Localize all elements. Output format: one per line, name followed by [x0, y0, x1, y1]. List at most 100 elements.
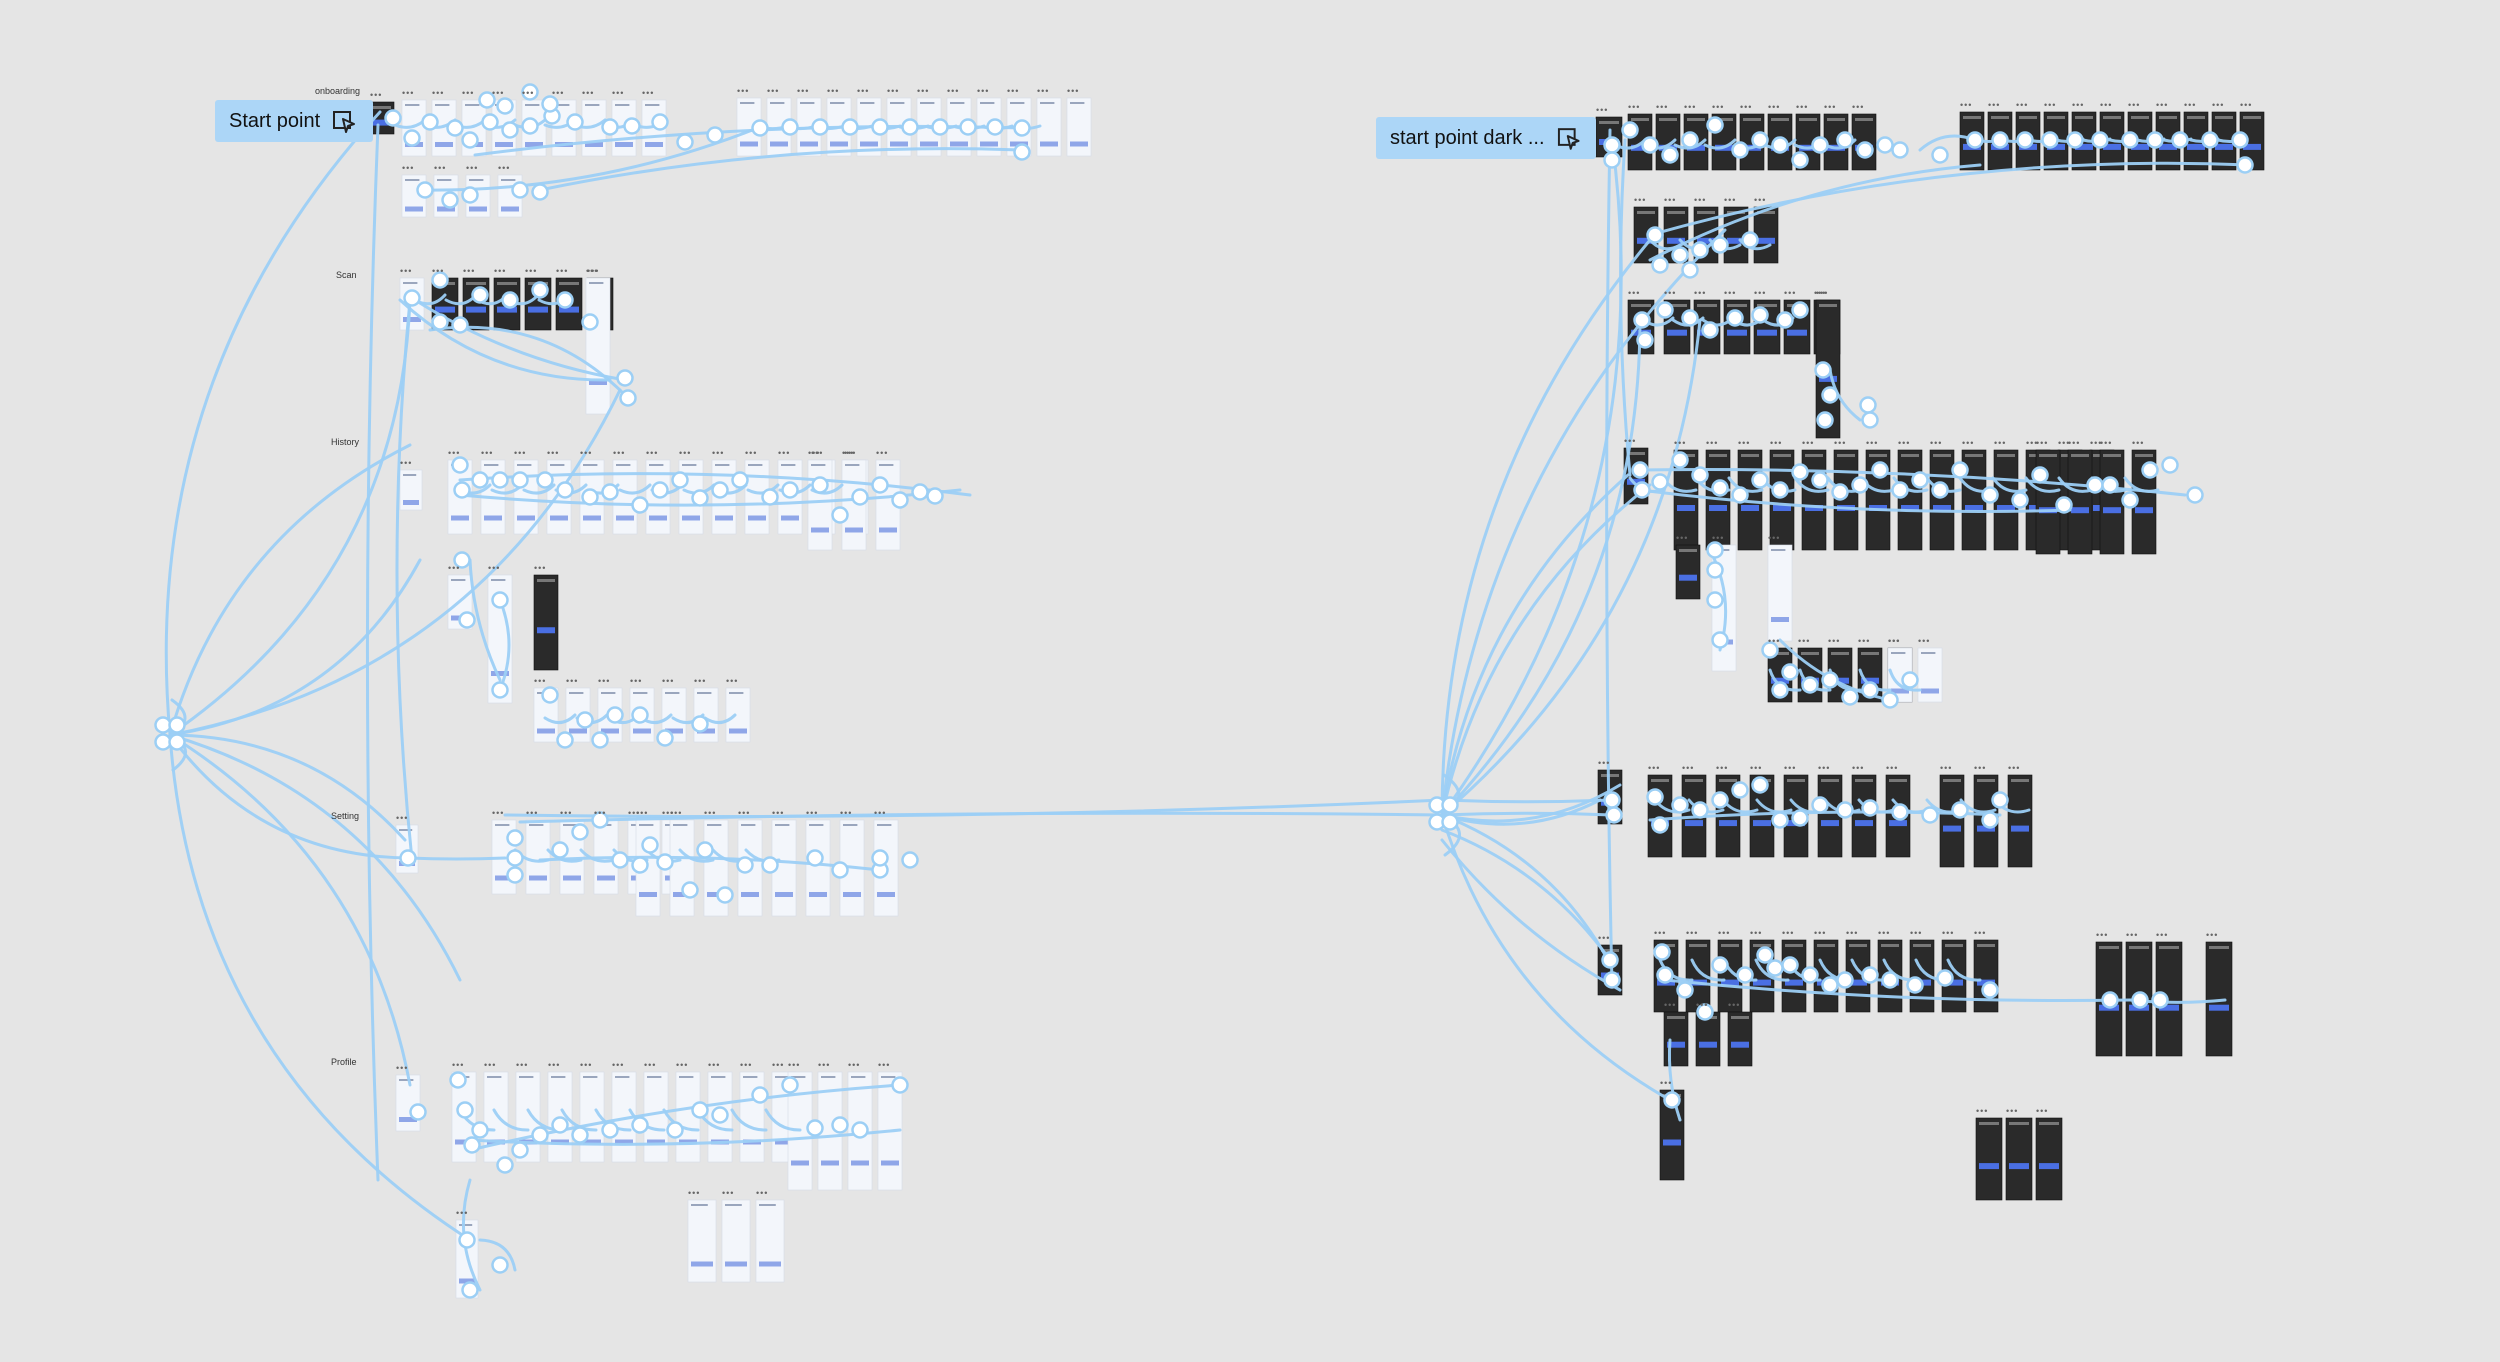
- hotspot-node[interactable]: [656, 729, 674, 747]
- hotspot-node[interactable]: [461, 131, 479, 149]
- hotspot-node[interactable]: [2236, 156, 2254, 174]
- hotspot-node[interactable]: [716, 886, 734, 904]
- profile-frame[interactable]: [483, 1071, 509, 1163]
- hotspot-node[interactable]: [1636, 331, 1654, 349]
- hotspot-node[interactable]: [2141, 461, 2159, 479]
- hotspot-node[interactable]: [1711, 479, 1729, 497]
- hotspot-node[interactable]: [536, 471, 554, 489]
- hotspot-node[interactable]: [541, 686, 559, 704]
- hotspot-node[interactable]: [623, 117, 641, 135]
- profile-frame[interactable]: [643, 1071, 669, 1163]
- hotspot-node[interactable]: [1656, 966, 1674, 984]
- hotspot-node[interactable]: [1751, 306, 1769, 324]
- hotspot-node[interactable]: [2016, 131, 2034, 149]
- hotspot-node[interactable]: [441, 191, 459, 209]
- hotspot-node[interactable]: [501, 121, 519, 139]
- dark-setting-frame[interactable]: [1939, 774, 1965, 868]
- hotspot-node[interactable]: [556, 291, 574, 309]
- hotspot-node[interactable]: [1646, 788, 1664, 806]
- dark-profile-frame[interactable]: [1663, 1011, 1689, 1067]
- hotspot-node[interactable]: [1651, 473, 1669, 491]
- hotspot-node[interactable]: [761, 488, 779, 506]
- hotspot-node[interactable]: [1821, 976, 1839, 994]
- hotspot-node[interactable]: [1751, 131, 1769, 149]
- hotspot-node[interactable]: [1876, 136, 1894, 154]
- hotspot-node[interactable]: [1441, 813, 1459, 831]
- hotspot-node[interactable]: [1951, 801, 1969, 819]
- dark-profile-frame[interactable]: [2155, 941, 2183, 1057]
- hotspot-node[interactable]: [581, 313, 599, 331]
- hotspot-node[interactable]: [1921, 806, 1939, 824]
- hotspot-node[interactable]: [2131, 991, 2149, 1009]
- hotspot-node[interactable]: [841, 118, 859, 136]
- hotspot-node[interactable]: [1811, 796, 1829, 814]
- hotspot-node[interactable]: [1691, 241, 1709, 259]
- hotspot-node[interactable]: [691, 715, 709, 733]
- hotspot-node[interactable]: [1633, 311, 1651, 329]
- history-frame[interactable]: [841, 459, 867, 551]
- profile-frame[interactable]: [721, 1199, 751, 1283]
- hotspot-node[interactable]: [1676, 981, 1694, 999]
- hotspot-node[interactable]: [676, 133, 694, 151]
- hotspot-node[interactable]: [601, 118, 619, 136]
- dark-history-detail-frame[interactable]: [1675, 544, 1701, 600]
- hotspot-node[interactable]: [691, 1101, 709, 1119]
- hotspot-node[interactable]: [851, 1121, 869, 1139]
- hotspot-node[interactable]: [806, 1119, 824, 1137]
- dark-history-frame[interactable]: [1801, 449, 1827, 551]
- hotspot-node[interactable]: [1731, 141, 1749, 159]
- hotspot-node[interactable]: [1791, 151, 1809, 169]
- dark-profile-frame[interactable]: [2035, 1117, 2063, 1201]
- hotspot-node[interactable]: [1663, 1091, 1681, 1109]
- history-frame[interactable]: [725, 687, 751, 743]
- hotspot-node[interactable]: [1841, 688, 1859, 706]
- hotspot-node[interactable]: [531, 281, 549, 299]
- hotspot-node[interactable]: [1891, 141, 1909, 159]
- hotspot-node[interactable]: [591, 811, 609, 829]
- hotspot-node[interactable]: [571, 1126, 589, 1144]
- hotspot-node[interactable]: [631, 496, 649, 514]
- hotspot-node[interactable]: [168, 733, 186, 751]
- hotspot-node[interactable]: [421, 113, 439, 131]
- hotspot-node[interactable]: [409, 1103, 427, 1121]
- hotspot-node[interactable]: [1856, 141, 1874, 159]
- hotspot-node[interactable]: [581, 488, 599, 506]
- hotspot-node[interactable]: [491, 681, 509, 699]
- hotspot-node[interactable]: [1931, 146, 1949, 164]
- hotspot-node[interactable]: [1756, 946, 1774, 964]
- hotspot-node[interactable]: [1671, 451, 1689, 469]
- hotspot-node[interactable]: [761, 856, 779, 874]
- hotspot-node[interactable]: [491, 1256, 509, 1274]
- hotspot-node[interactable]: [1901, 671, 1919, 689]
- profile-frame[interactable]: [579, 1071, 605, 1163]
- hotspot-node[interactable]: [416, 181, 434, 199]
- hotspot-node[interactable]: [1771, 136, 1789, 154]
- hotspot-node[interactable]: [1603, 151, 1621, 169]
- hotspot-node[interactable]: [731, 471, 749, 489]
- hotspot-node[interactable]: [2146, 131, 2164, 149]
- hotspot-node[interactable]: [1706, 561, 1724, 579]
- hotspot-node[interactable]: [1981, 811, 1999, 829]
- hotspot-node[interactable]: [696, 841, 714, 859]
- hotspot-node[interactable]: [1605, 806, 1623, 824]
- hotspot-node[interactable]: [1781, 956, 1799, 974]
- dark-history-frame[interactable]: [1769, 449, 1795, 551]
- hotspot-node[interactable]: [1681, 261, 1699, 279]
- hotspot-node[interactable]: [631, 856, 649, 874]
- hotspot-node[interactable]: [2231, 131, 2249, 149]
- hotspot-node[interactable]: [1711, 956, 1729, 974]
- hotspot-node[interactable]: [431, 313, 449, 331]
- hotspot-node[interactable]: [1653, 943, 1671, 961]
- start-point-dark[interactable]: start point dark ...: [1376, 117, 1596, 159]
- hotspot-node[interactable]: [2121, 491, 2139, 509]
- hotspot-node[interactable]: [2086, 476, 2104, 494]
- hotspot-node[interactable]: [1691, 801, 1709, 819]
- hotspot-node[interactable]: [811, 118, 829, 136]
- dark-scan-frame[interactable]: [1753, 299, 1781, 355]
- hotspot-node[interactable]: [1881, 691, 1899, 709]
- profile-frame[interactable]: [687, 1199, 717, 1283]
- hotspot-node[interactable]: [706, 126, 724, 144]
- hotspot-node[interactable]: [631, 706, 649, 724]
- onboarding-frame[interactable]: [1066, 97, 1092, 157]
- hotspot-node[interactable]: [601, 483, 619, 501]
